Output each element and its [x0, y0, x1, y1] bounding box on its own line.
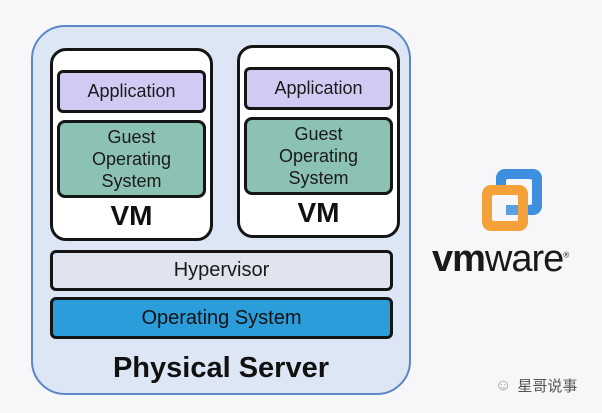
watermark-text: 星哥说事: [517, 378, 578, 395]
vm-label: VM: [110, 200, 153, 231]
brand-ware: ware: [484, 238, 564, 280]
vmware-wordmark: vmware®: [432, 238, 592, 281]
hypervisor-label: Hypervisor: [173, 259, 270, 281]
wechat-icon: ☺: [495, 376, 512, 394]
vm-box-1: Application Guest Operating System VM: [50, 48, 213, 241]
application-label: Application: [87, 81, 176, 101]
host-os-label: Operating System: [141, 306, 302, 329]
hypervisor-layer: Hypervisor: [50, 250, 393, 291]
guest-os-label-line: Guest: [294, 124, 343, 144]
registered-mark: ®: [563, 250, 569, 260]
brand-vm: vm: [432, 238, 486, 280]
physical-server-label: Physical Server: [112, 352, 330, 384]
guest-os-label-line: Operating: [91, 149, 172, 169]
vm-label: VM: [297, 197, 340, 228]
guest-os-label-line: System: [288, 168, 349, 188]
guest-os-label-line: Guest: [107, 127, 156, 147]
application-label: Application: [274, 78, 363, 98]
guest-os-label-line: System: [101, 171, 162, 191]
guest-os-layer: Guest Operating System: [244, 117, 393, 195]
application-layer: Application: [57, 70, 206, 113]
host-os-layer: Operating System: [50, 297, 393, 339]
vmware-logo-icon: [482, 169, 542, 231]
vm-box-2: Application Guest Operating System VM: [237, 45, 400, 238]
application-layer: Application: [244, 67, 393, 110]
watermark: ☺ 星哥说事: [495, 375, 577, 396]
guest-os-layer: Guest Operating System: [57, 120, 206, 198]
guest-os-label-line: Operating: [278, 146, 359, 166]
